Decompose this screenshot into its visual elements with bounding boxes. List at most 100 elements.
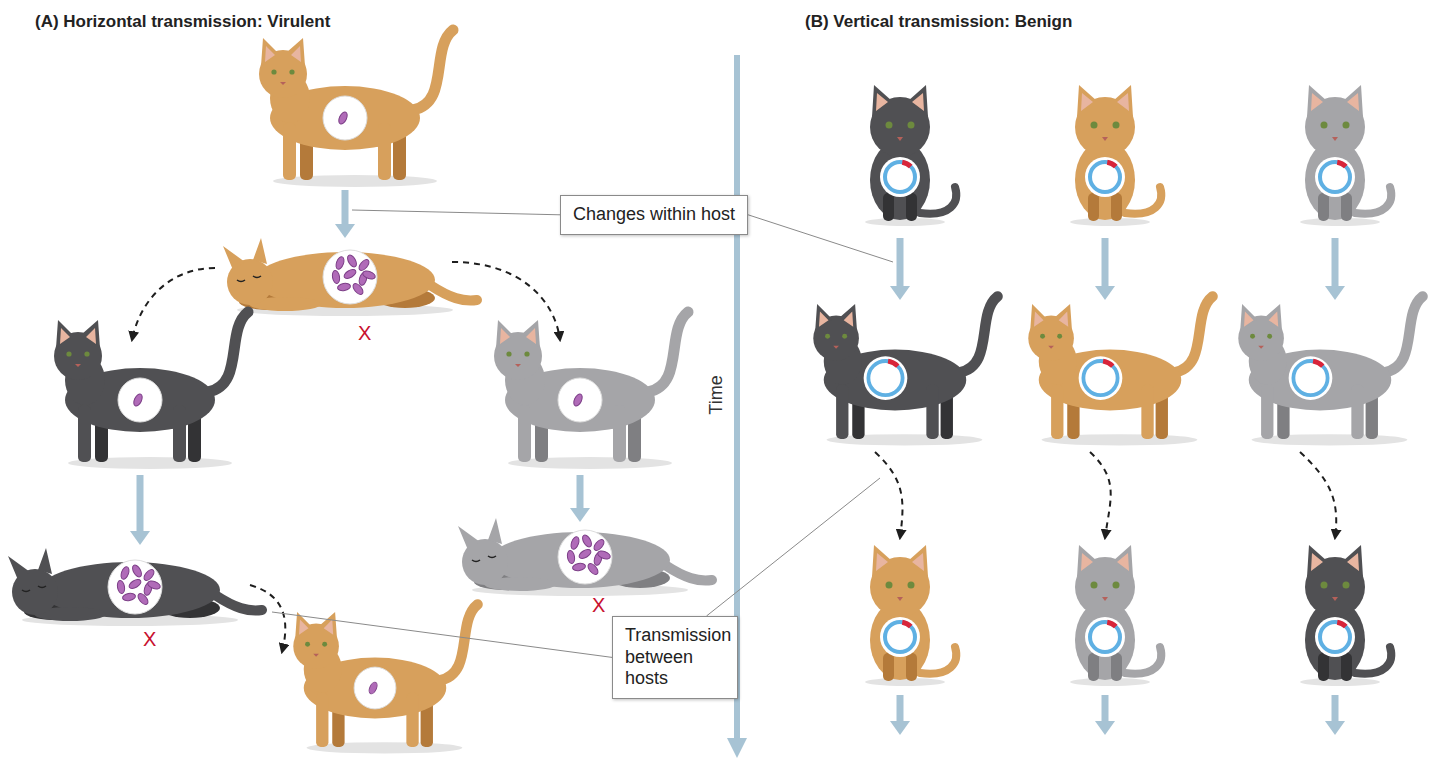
kitten — [865, 545, 956, 686]
illustration-part — [367, 681, 378, 695]
illustration-part — [581, 534, 594, 549]
illustration-part — [1240, 304, 1282, 331]
illustration-part — [1351, 385, 1363, 439]
illustration-part — [78, 405, 91, 462]
illustration-part — [597, 549, 612, 560]
illustration-part — [208, 312, 248, 392]
illustration-part — [283, 123, 296, 180]
illustration-part — [136, 592, 150, 606]
illustration-part — [406, 693, 418, 747]
illustration-part — [142, 568, 156, 582]
illustration-part — [337, 111, 349, 126]
flow-arrowhead — [570, 508, 590, 522]
illustration-part — [1307, 545, 1363, 577]
illustration-part — [888, 359, 900, 368]
illustration-part — [173, 405, 186, 462]
illustration-part — [313, 654, 319, 657]
illustration-part — [60, 328, 96, 344]
illustration-part — [1343, 122, 1350, 129]
illustration-part — [876, 93, 924, 111]
illustration-part — [147, 579, 162, 590]
illustration-part — [1258, 346, 1264, 349]
illustration-part — [592, 538, 606, 552]
illustration-part — [323, 96, 367, 140]
illustration-part — [1088, 653, 1099, 681]
illustration-part — [613, 405, 626, 462]
flow-arrowhead — [1095, 286, 1115, 300]
illustration-part — [1042, 434, 1198, 445]
flow-arrow — [137, 475, 144, 533]
illustration-part — [337, 282, 351, 291]
illustration-part — [1267, 334, 1272, 339]
illustration-part — [331, 270, 340, 284]
illustration-part — [558, 530, 612, 584]
transmission-arrow — [875, 452, 902, 538]
illustration-part — [1030, 304, 1072, 331]
kitten — [1300, 545, 1391, 686]
illustration-part — [1341, 653, 1352, 681]
illustration-part — [960, 296, 998, 372]
cat-lying — [8, 548, 262, 626]
illustration-part — [1102, 597, 1108, 601]
illustration-part — [84, 351, 89, 356]
illustration-part — [906, 193, 917, 221]
transmission-arrow — [1300, 452, 1336, 538]
illustration-part — [128, 578, 143, 591]
illustration-part — [354, 667, 396, 709]
illustration-part — [1337, 620, 1348, 629]
illustration-part — [430, 285, 477, 300]
leader-line — [272, 612, 612, 657]
illustration-part — [223, 238, 267, 270]
illustration-part — [902, 160, 913, 169]
illustration-part — [116, 580, 125, 594]
cat-standing — [1028, 296, 1212, 445]
illustration-part — [1321, 122, 1328, 129]
kitten — [1300, 85, 1391, 226]
illustration-part — [1107, 160, 1118, 169]
illustration-part — [836, 385, 848, 439]
illustration-part — [902, 620, 913, 629]
leader-line — [352, 210, 560, 215]
illustration-part — [1081, 553, 1129, 571]
illustration-part — [1315, 617, 1355, 657]
illustration-part — [273, 175, 437, 187]
illustration-part — [413, 30, 453, 110]
illustration-part — [518, 405, 531, 462]
illustration-part — [316, 693, 328, 747]
illustration-part — [346, 254, 359, 269]
illustration-part — [1318, 653, 1329, 681]
illustration-part — [75, 364, 81, 367]
illustration-part — [1341, 193, 1352, 221]
illustration-part — [8, 548, 52, 580]
illustration-part — [906, 653, 917, 681]
leader-line — [748, 215, 893, 262]
illustration-part — [1048, 346, 1054, 349]
illustration-part — [872, 85, 928, 117]
illustration-part — [908, 122, 915, 129]
illustration-part — [56, 320, 100, 348]
illustration-part — [1077, 85, 1133, 117]
flow-arrow — [1332, 238, 1339, 288]
illustration-part — [1318, 193, 1329, 221]
illustration-part — [886, 122, 893, 129]
illustration-part — [334, 256, 345, 271]
illustration-part — [1088, 193, 1099, 221]
illustration-part — [508, 457, 672, 469]
illustration-part — [648, 312, 688, 392]
death-mark: X — [592, 594, 605, 617]
illustration-part — [362, 269, 377, 280]
illustration-part — [1311, 553, 1359, 571]
illustration-part — [1111, 653, 1122, 681]
callout-text: Changes within host — [573, 204, 735, 226]
illustration-part — [215, 595, 262, 610]
flow-arrowhead — [130, 531, 150, 545]
illustration-part — [22, 586, 46, 592]
illustration-part — [1244, 312, 1278, 327]
illustration-part — [351, 282, 365, 296]
illustration-part — [289, 69, 294, 74]
illustration-part — [1175, 296, 1213, 372]
illustration-part — [1085, 617, 1125, 657]
illustration-part — [572, 393, 584, 408]
illustration-part — [132, 393, 144, 408]
illustration-part — [524, 351, 529, 356]
